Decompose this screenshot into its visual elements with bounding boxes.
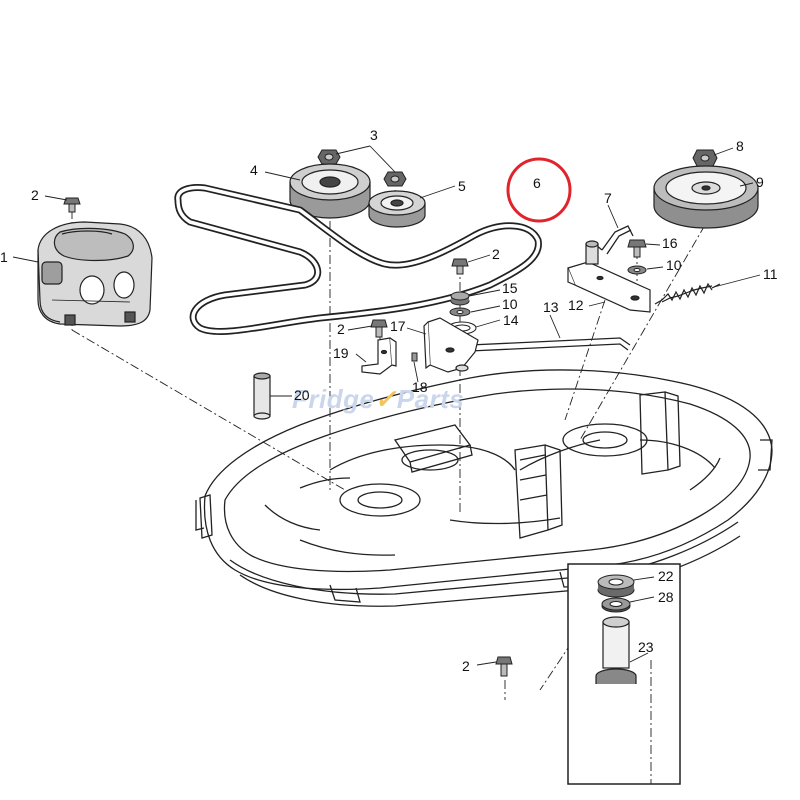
callout-1: 1 xyxy=(0,249,8,265)
callout-18: 18 xyxy=(412,379,428,395)
callout-16: 16 xyxy=(662,235,678,251)
part-3-nut-b xyxy=(383,171,407,187)
callout-2: 2 xyxy=(31,187,39,203)
callout-10: 10 xyxy=(502,296,518,312)
callout-8: 8 xyxy=(736,138,744,154)
part-6-belt xyxy=(174,184,542,335)
watermark-part2: Parts xyxy=(397,384,465,414)
part-19-bracket xyxy=(361,337,397,375)
mower-deck xyxy=(195,369,773,607)
part-5-idler-pulley xyxy=(368,190,426,228)
part-15-bushing xyxy=(450,291,470,306)
callout-20: 20 xyxy=(294,387,310,403)
callout-28: 28 xyxy=(658,589,674,605)
callout-13: 13 xyxy=(543,299,559,315)
spindle-inset xyxy=(567,563,681,785)
part-18-pin xyxy=(411,352,418,362)
part-4-pulley xyxy=(289,163,371,219)
bolt-2-center xyxy=(451,258,469,275)
part-28-seal xyxy=(601,597,631,613)
callout-2: 2 xyxy=(462,658,470,674)
callout-11: 11 xyxy=(763,266,778,282)
watermark: Fridge✓Parts xyxy=(292,384,464,414)
callout-19: 19 xyxy=(333,345,349,361)
part-10-washer-right xyxy=(627,265,647,275)
part-12-bracket xyxy=(567,240,651,313)
callout-10: 10 xyxy=(666,257,682,273)
callout-14: 14 xyxy=(503,312,519,328)
part-8-nut xyxy=(692,149,718,167)
svg-text:Fridge✓Parts: Fridge✓Parts xyxy=(292,384,464,414)
part-23-spindle-shaft xyxy=(595,616,652,784)
callout-12: 12 xyxy=(568,297,584,313)
callout-labels: 1 2 2 2 2 3 4 5 6 7 8 9 10 10 11 12 13 1… xyxy=(0,127,778,674)
bolt-2-shield xyxy=(63,197,81,213)
callout-5: 5 xyxy=(458,178,466,194)
part-1-belt-shield xyxy=(37,221,153,327)
part-10-washer-center xyxy=(449,307,471,317)
watermark-part1: Fridge xyxy=(292,384,374,414)
callout-9: 9 xyxy=(756,174,764,190)
bolt-2-lower xyxy=(495,656,513,677)
part-7-rod xyxy=(595,225,634,255)
callout-17: 17 xyxy=(390,318,406,334)
callout-23: 23 xyxy=(638,639,654,655)
bolt-2-bracket xyxy=(370,319,388,338)
callout-3: 3 xyxy=(370,127,378,143)
highlight-circle xyxy=(506,157,572,223)
part-16-bolt xyxy=(627,239,647,258)
part-13-rod xyxy=(469,337,631,352)
callout-2: 2 xyxy=(492,246,500,262)
part-3-nut-a xyxy=(317,149,341,165)
part-11-spring xyxy=(654,282,721,305)
part-22-bearing xyxy=(597,574,635,598)
part-20-shaft xyxy=(253,372,271,420)
callout-leaders xyxy=(12,145,761,666)
callout-4: 4 xyxy=(250,162,258,178)
callout-6: 6 xyxy=(533,175,541,191)
callout-22: 22 xyxy=(658,568,674,584)
callout-15: 15 xyxy=(502,280,518,296)
part-9-large-pulley xyxy=(653,165,759,229)
callout-7: 7 xyxy=(604,190,612,206)
watermark-accent: ✓ xyxy=(374,384,396,414)
callout-2: 2 xyxy=(337,321,345,337)
